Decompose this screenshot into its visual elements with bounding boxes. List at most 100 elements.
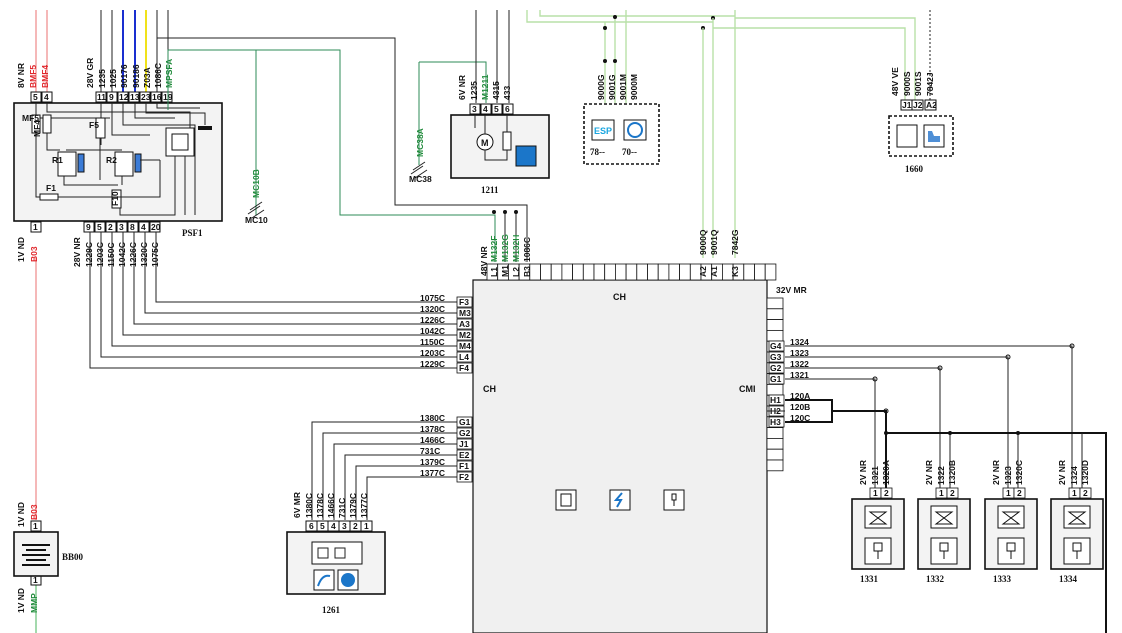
ecu-left-pin: A3 xyxy=(459,319,470,329)
ecu-pin-l1: L1 xyxy=(489,267,499,277)
pin-20: 20 xyxy=(151,222,161,232)
pin-9b: 9 xyxy=(86,222,91,232)
component-bb00: 1V ND B03 1 1 BB00 1V ND MMP xyxy=(13,502,84,613)
c1261-w6: 1377C xyxy=(359,493,369,518)
injector-connector: 2V NR xyxy=(1057,460,1067,485)
c1660-pin-j2: J2 xyxy=(913,100,923,110)
pin-5b: 5 xyxy=(97,222,102,232)
bb00-top-b03: B03 xyxy=(29,504,39,520)
ecu-right-pin: G4 xyxy=(770,341,782,351)
c1660-name: 1660 xyxy=(905,164,924,174)
ecu-right-pin: H1 xyxy=(770,395,781,405)
ecu-left-pin: J1 xyxy=(459,439,469,449)
label-f10: F10 xyxy=(110,191,120,206)
ecu-right-wire: 120A xyxy=(790,391,810,401)
injector-pin-2: 2 xyxy=(1083,488,1088,498)
pin-23: 23 xyxy=(141,92,151,102)
injector-pin-1: 1 xyxy=(939,488,944,498)
pin-1: 1 xyxy=(33,222,38,232)
pin-5: 5 xyxy=(33,92,38,102)
c1211-name: 1211 xyxy=(481,185,499,195)
injector-connector: 2V NR xyxy=(991,460,1001,485)
ecu-wire-m132g: M132G xyxy=(500,234,510,262)
component-78-70: 9000G 9001G 9001M 9000M ESP 78-- 70-- xyxy=(526,10,735,165)
bottom-b03: B03 xyxy=(29,246,39,262)
w-9001g: 9001G xyxy=(607,74,617,100)
psf1-ecu-wires xyxy=(89,232,455,369)
ecu-left-wire: 1226C xyxy=(420,315,445,325)
psf1-bottom-connector: 28V NR xyxy=(72,237,82,267)
c1261-w1: 1380C xyxy=(304,493,314,518)
wire-1203c: 1203C xyxy=(95,242,105,267)
component-1211: 6V NR 1235 M1211 4315 433 3 4 5 6 M 1211 xyxy=(450,10,550,195)
component-1660: 48V VE 9000S 9001S 7842J J1 J2 A2 1660 xyxy=(702,10,954,258)
wire-90186: 90186 xyxy=(131,64,141,88)
injector-name: 1332 xyxy=(926,574,945,584)
c1261-p2: 2 xyxy=(353,521,358,531)
label-70: 70-- xyxy=(622,147,637,157)
ecu-label-ch-left: CH xyxy=(483,384,496,394)
c1660-pin-j1: J1 xyxy=(902,100,912,110)
esp-label: ESP xyxy=(594,126,612,136)
c1660-connector: 48V VE xyxy=(890,67,900,96)
ecu-left-wire: 1380C xyxy=(420,413,445,423)
injector-connector: 2V NR xyxy=(924,460,934,485)
psf1-name: PSF1 xyxy=(182,228,203,238)
c1261-p5: 5 xyxy=(320,521,325,531)
ecu-left-pin: M4 xyxy=(459,341,471,351)
wire-1150c: 1150C xyxy=(106,242,116,267)
bb00-pin-top: 1 xyxy=(33,521,38,531)
ecu-label-ch-top: CH xyxy=(613,292,626,302)
injector-pin-2: 2 xyxy=(1017,488,1022,498)
ecu-right-wire: 120C xyxy=(790,413,810,423)
wire-1320c: 1320C xyxy=(139,242,149,267)
w-9000g: 9000G xyxy=(596,74,606,100)
ecu-pin-a2: A2 xyxy=(698,266,708,277)
injector-connector: 2V NR xyxy=(858,460,868,485)
injector-wire-2: 1320C xyxy=(1014,460,1024,485)
c1261-w4: 731C xyxy=(337,498,347,518)
psf1-fusebox: 28V GR 1235 1025 90176 90186 Z03A 1086C … xyxy=(13,10,223,267)
pin-9: 9 xyxy=(109,92,114,102)
ecu-left-wire: 1377C xyxy=(420,468,445,478)
ecu-right-wire: 1324 xyxy=(790,337,809,347)
wire-1025: 1025 xyxy=(108,69,118,88)
injector-name: 1333 xyxy=(993,574,1012,584)
wire-90176: 90176 xyxy=(119,64,129,88)
bb00-pin-bottom: 1 xyxy=(33,575,38,585)
ecu-right-wire: 1322 xyxy=(790,359,809,369)
ecu-pin-k3: K3 xyxy=(730,266,740,277)
bb00-bottom-1v-nd: 1V ND xyxy=(16,588,26,613)
wire-label-bmf5: BMF5 xyxy=(28,65,38,88)
ecu-left-pin: F2 xyxy=(459,472,469,482)
c1261-w2: 1378C xyxy=(315,493,325,518)
label-mf5: MF5 xyxy=(22,113,39,123)
pin-8: 8 xyxy=(130,222,135,232)
label-r2: R2 xyxy=(106,155,117,165)
c1660-wire-9001s: 9001S xyxy=(913,71,923,96)
ecu-right-row: H1 120A xyxy=(768,391,810,406)
ecu-right-pin: G3 xyxy=(770,352,782,362)
wire-1075c: 1075C xyxy=(150,242,160,267)
pin-13: 13 xyxy=(130,92,140,102)
injector-wire-2: 1320B xyxy=(947,460,957,485)
ecu-wire-m132f: M132F xyxy=(489,236,499,262)
wire-mc38a: MC38A xyxy=(415,128,425,157)
label-r1: R1 xyxy=(52,155,63,165)
ecu-left-pin: M3 xyxy=(459,308,471,318)
c1660-wire-7842j: 7842J xyxy=(925,72,935,96)
pin-12: 12 xyxy=(119,92,129,102)
c1211-connector: 6V NR xyxy=(457,75,467,100)
ecu-left-wire: 731C xyxy=(420,446,440,456)
ecu-left-wire: 1320C xyxy=(420,304,445,314)
wire-label-bmf4: BMF4 xyxy=(40,65,50,88)
ecu-left-wire: 1075C xyxy=(420,293,445,303)
ecu-pin-m1: M1 xyxy=(500,265,510,277)
